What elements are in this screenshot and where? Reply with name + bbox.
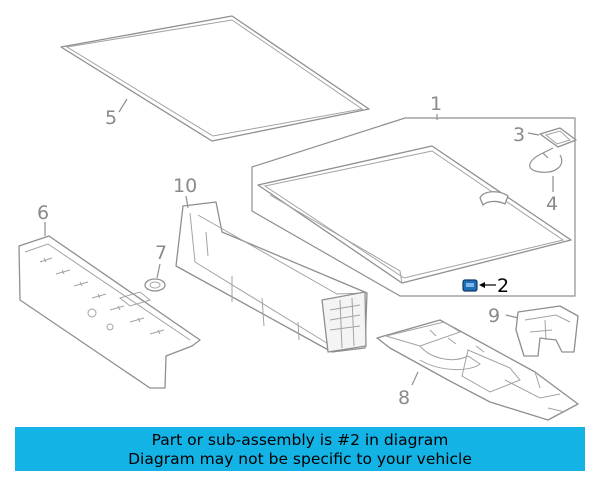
callout-5: 5: [105, 107, 117, 129]
part-7-grommet[interactable]: [144, 278, 166, 292]
callout-6: 6: [37, 202, 49, 224]
callout-2: 2: [497, 275, 509, 297]
assembly-1-outline: [251, 117, 576, 297]
leader-5: [118, 98, 128, 113]
callout-9: 9: [488, 305, 500, 327]
callout-1: 1: [430, 93, 442, 115]
part-10-side-support[interactable]: [175, 201, 368, 353]
part-5-cargo-cover[interactable]: [60, 15, 370, 142]
part-3-handle-bezel[interactable]: [539, 127, 577, 148]
part-9-bracket[interactable]: [515, 305, 579, 357]
part-4-pull-strap[interactable]: [529, 147, 563, 173]
callout-7: 7: [155, 242, 167, 264]
banner-line-1: Part or sub-assembly is #2 in diagram: [151, 431, 449, 449]
callout-3: 3: [513, 124, 525, 146]
callout-8: 8: [398, 387, 410, 409]
leader-8: [411, 371, 419, 386]
callout-10: 10: [173, 175, 197, 197]
callout-4: 4: [546, 193, 558, 215]
part-1-load-floor[interactable]: [257, 145, 572, 284]
leader-3: [527, 132, 540, 136]
part-8-storage-tray[interactable]: [376, 319, 579, 421]
leader-9: [505, 314, 519, 319]
parts-diagram: 5 1 2 3 4 10: [18, 15, 579, 421]
leader-7: [156, 263, 161, 279]
arrow-2: [479, 282, 485, 288]
banner-line-2: Diagram may not be specific to your vehi…: [128, 450, 472, 468]
part-2-clip[interactable]: [462, 279, 478, 292]
leader-10: [185, 195, 189, 209]
info-banner: Part or sub-assembly is #2 in diagram Di…: [15, 427, 585, 471]
part-6-trim-panel[interactable]: [18, 235, 201, 389]
